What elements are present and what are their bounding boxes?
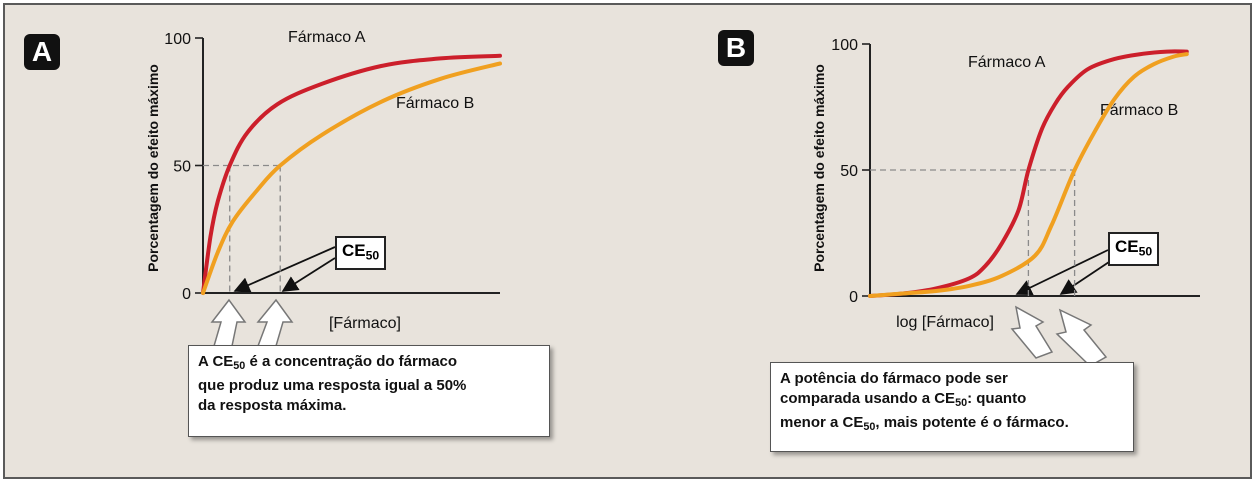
panel-a-ylabel: Porcentagem do efeito máximo bbox=[145, 64, 161, 272]
note-sub: 50 bbox=[955, 397, 968, 410]
note-text: A CE bbox=[198, 353, 234, 370]
panel-b-ce50-label: CE bbox=[1115, 237, 1139, 256]
callout-arrow-a2 bbox=[256, 298, 294, 347]
ce50-pointer-b1 bbox=[1015, 249, 1109, 295]
panel-b-note-line: comparada usando a CE50: quanto bbox=[780, 389, 1124, 413]
panel-b-ylabel: Porcentagem do efeito máximo bbox=[811, 64, 827, 272]
panel-b-y-tick-label: 0 bbox=[849, 289, 858, 306]
panel-b-y-tick-label: 100 bbox=[831, 37, 858, 54]
note-text: que produz uma resposta igual a 50% bbox=[198, 377, 467, 395]
note-sub: 50 bbox=[863, 421, 876, 434]
callout-arrow-b2 bbox=[1055, 308, 1108, 367]
panel-a-ce50-box: CE50 bbox=[335, 236, 387, 271]
note-text: é a concentração do fármaco bbox=[245, 353, 458, 370]
panel-a-series-a-label: Fármaco A bbox=[288, 29, 366, 46]
panel-b-note-line: menor a CE50, mais potente é o fármaco. bbox=[780, 413, 1124, 437]
ce50-pointers bbox=[233, 246, 1113, 295]
note-sub: 50 bbox=[233, 360, 246, 373]
panel-a-badge: A bbox=[24, 34, 60, 70]
panel-b-ce50-box: CE50 bbox=[1108, 232, 1160, 267]
note-text: da resposta máxima. bbox=[198, 397, 347, 415]
panel-a-series-a-line bbox=[201, 53, 502, 295]
panel-b-series-a-label: Fármaco A bbox=[968, 54, 1046, 71]
panel-b-badge: B bbox=[718, 30, 754, 66]
panel-b-series-b-line bbox=[868, 52, 1189, 298]
note-text: , mais potente é o fármaco. bbox=[875, 414, 1069, 432]
ce50-pointer-a2 bbox=[281, 257, 336, 292]
note-text: : quanto bbox=[967, 390, 1027, 407]
panel-b-note: A potência do fármaco pode ser comparada… bbox=[770, 362, 1134, 452]
panel-a-y-tick-label: 100 bbox=[164, 31, 191, 48]
ce50-pointer-b2 bbox=[1059, 259, 1113, 295]
note-text: menor a CE bbox=[780, 414, 864, 432]
panel-a-y-tick-label: 0 bbox=[182, 286, 191, 303]
panel-b-note-line: A potência do fármaco pode ser bbox=[780, 369, 1124, 389]
panel-a-ce50-label: CE bbox=[342, 241, 366, 260]
callout-arrow-b1 bbox=[1010, 305, 1054, 359]
panel-a-note-line: da resposta máxima. bbox=[198, 396, 540, 416]
panel-a-y-tick-label: 50 bbox=[173, 159, 191, 176]
panel-a-series-b-line bbox=[201, 61, 502, 295]
panel-a-note: A CE50 é a concentração do fármaco que p… bbox=[188, 345, 550, 437]
panel-a-note-line: A CE50 é a concentração do fármaco bbox=[198, 352, 540, 376]
callout-arrows-b bbox=[1010, 305, 1108, 367]
note-text: comparada usando a CE bbox=[780, 390, 956, 407]
panel-a-ce50-sub: 50 bbox=[365, 248, 380, 263]
panel-b-y-tick-label: 50 bbox=[840, 163, 858, 180]
panel-b-series-a-line bbox=[868, 49, 1189, 298]
panel-b-xlabel: log [Fármaco] bbox=[896, 314, 994, 331]
callout-arrows-a bbox=[210, 298, 294, 347]
panel-a-note-line: que produz uma resposta igual a 50% bbox=[198, 376, 540, 396]
ce50-pointer-a1 bbox=[233, 246, 336, 293]
panel-b-series-b-label: Fármaco B bbox=[1100, 102, 1178, 119]
panel-a-xlabel: [Fármaco] bbox=[329, 315, 401, 332]
callout-arrow-a1 bbox=[210, 298, 247, 347]
note-text: A potência do fármaco pode ser bbox=[780, 370, 1008, 387]
panel-a-series-b-label: Fármaco B bbox=[396, 95, 474, 112]
panel-b-ce50-sub: 50 bbox=[1138, 244, 1153, 259]
